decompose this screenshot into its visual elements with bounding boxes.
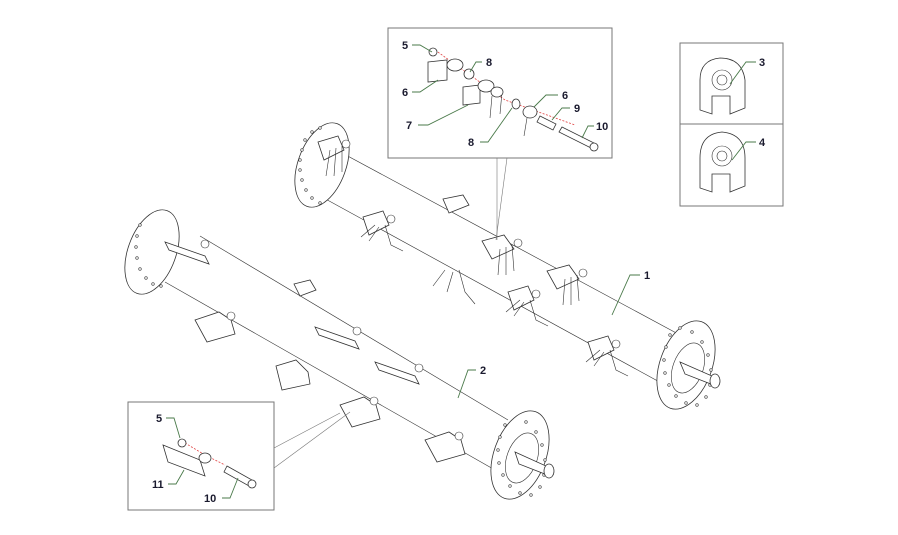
rotor-1-left-flange bbox=[294, 122, 350, 208]
top-label-10: 10 bbox=[596, 121, 608, 133]
bottom-label-5: 5 bbox=[156, 413, 162, 425]
rotor-1-right-flange-holes bbox=[662, 326, 713, 407]
callout-1: 1 bbox=[611, 270, 650, 316]
blade-7-part bbox=[462, 84, 481, 106]
top-label-6-left: 6 bbox=[402, 87, 408, 99]
top-label-5: 5 bbox=[402, 40, 408, 52]
rotor-1 bbox=[294, 122, 721, 410]
spacer-8b-part bbox=[511, 98, 521, 110]
top-label-8-upper: 8 bbox=[486, 57, 492, 69]
rotor-2-left-flange bbox=[124, 209, 180, 295]
bracket-6b-part bbox=[522, 105, 538, 119]
top-label-6-right: 6 bbox=[562, 90, 568, 102]
rotor-2 bbox=[124, 209, 555, 500]
callout-2-label: 2 bbox=[480, 365, 486, 377]
rotor-2-blade-mounts bbox=[164, 239, 466, 463]
nut-5b-part bbox=[177, 438, 187, 448]
bearing-4-part bbox=[699, 131, 746, 193]
bottom-inset: 5 11 10 bbox=[127, 401, 351, 511]
top-label-9: 9 bbox=[574, 103, 580, 115]
blade-11-part bbox=[162, 444, 206, 477]
bushing-9-part bbox=[536, 115, 557, 131]
bearing-inset: 3 4 bbox=[679, 42, 784, 207]
bearing-label-3: 3 bbox=[759, 57, 765, 69]
rotor-1-blade-clusters bbox=[317, 135, 629, 377]
top-label-7: 7 bbox=[406, 120, 412, 132]
rotor-2-left-flange-holes bbox=[134, 223, 163, 288]
bearing-label-4: 4 bbox=[759, 137, 766, 149]
top-inset: 5 6 8 7 8 6 9 10 bbox=[387, 27, 613, 241]
bearing-3-part bbox=[699, 57, 746, 115]
nut-5-part bbox=[428, 47, 438, 57]
bottom-label-11: 11 bbox=[152, 479, 164, 491]
bottom-label-10: 10 bbox=[204, 493, 216, 505]
bracket-6-part bbox=[427, 59, 448, 83]
top-label-8-lower: 8 bbox=[468, 137, 474, 149]
spacer-8-part bbox=[463, 68, 475, 80]
rotor-1-left-flange-holes bbox=[298, 126, 322, 205]
callout-2: 2 bbox=[457, 365, 486, 399]
callout-1-label: 1 bbox=[644, 270, 650, 282]
